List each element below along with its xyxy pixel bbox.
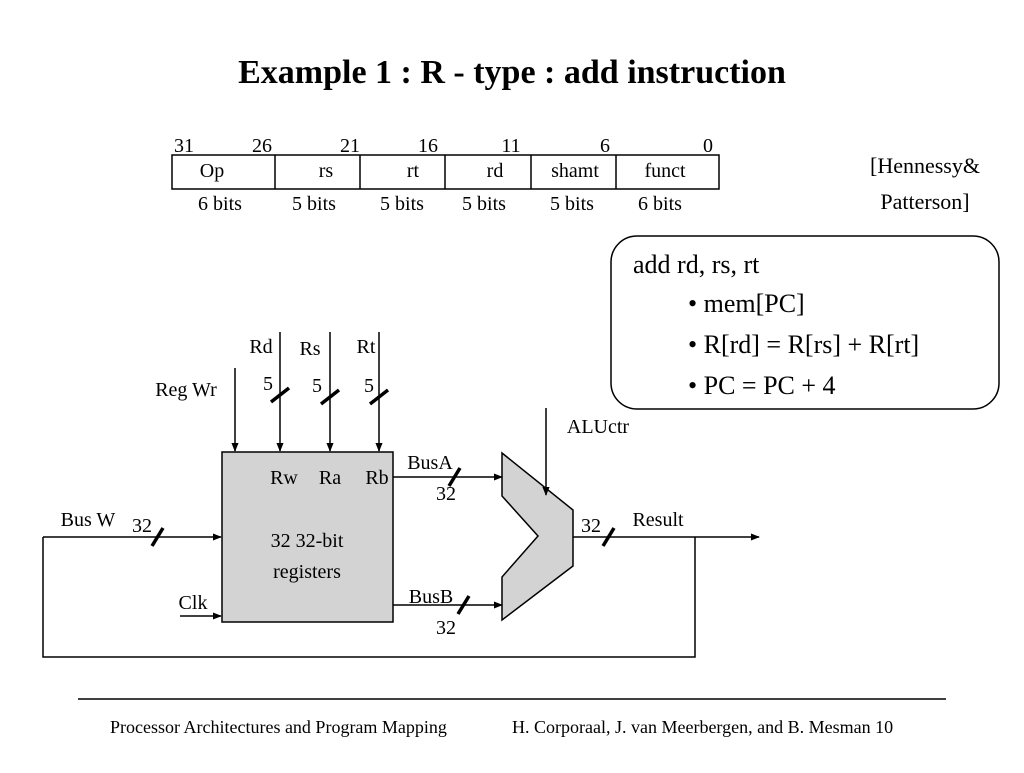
citation-line2: Patterson] bbox=[880, 189, 969, 214]
rd-label: Rd bbox=[249, 336, 272, 358]
port-rb-label: Rb bbox=[365, 467, 388, 489]
register-file-label: registers bbox=[273, 561, 341, 583]
bit-position-21: 21 bbox=[340, 135, 360, 157]
semantics-item: • R[rd] = R[rs] + R[rt] bbox=[688, 330, 919, 359]
field-shamt: shamt bbox=[551, 160, 599, 182]
feedback-wire bbox=[42, 537, 696, 658]
field-funct: funct bbox=[644, 160, 686, 182]
busa-label: BusA bbox=[407, 452, 453, 474]
slide-title: Example 1 : R - type : add instruction bbox=[238, 54, 786, 91]
bit-position-11: 11 bbox=[501, 135, 520, 157]
bit-position-6: 6 bbox=[600, 135, 610, 157]
busb-label: BusB bbox=[409, 586, 453, 608]
rt-label: Rt bbox=[357, 336, 376, 358]
rt-width-slash bbox=[368, 388, 390, 406]
rs-label: Rs bbox=[299, 338, 320, 360]
field-rt: rt bbox=[407, 160, 420, 182]
port-ra-label: Ra bbox=[319, 467, 341, 489]
port-rw-label: Rw bbox=[270, 467, 298, 489]
semantics-item: • mem[PC] bbox=[688, 289, 805, 318]
field-width-funct: 6 bits bbox=[638, 193, 682, 215]
footer-left: Processor Architectures and Program Mapp… bbox=[110, 717, 447, 737]
semantics-box-frame bbox=[610, 235, 1000, 410]
instruction-format: 31 26 21 16 11 6 0 Op rs rt rd shamt fun… bbox=[171, 135, 720, 215]
register-file-label: 32 32-bit bbox=[271, 530, 344, 552]
clk-label: Clk bbox=[179, 592, 208, 614]
register-file bbox=[221, 451, 394, 623]
busw-label: Bus W bbox=[61, 509, 116, 531]
rt-width: 5 bbox=[364, 375, 374, 397]
busw-width: 32 bbox=[132, 515, 152, 537]
busw-width-slash bbox=[150, 527, 165, 547]
busa-width-slash bbox=[447, 467, 462, 487]
busb-width-slash bbox=[456, 595, 471, 615]
footer-right: H. Corporaal, J. van Meerbergen, and B. … bbox=[512, 717, 893, 737]
result-width: 32 bbox=[581, 515, 601, 537]
alu bbox=[501, 451, 574, 622]
datapath-diagram: Rw Ra Rb 32 32-bit registers Reg Wr Rd 5… bbox=[42, 332, 760, 658]
field-width-rt: 5 bits bbox=[380, 193, 424, 215]
field-op: Op bbox=[200, 160, 224, 182]
rs-width-slash bbox=[319, 388, 341, 406]
field-width-op: 6 bits bbox=[198, 193, 242, 215]
bit-position-16: 16 bbox=[418, 135, 438, 157]
field-width-rd: 5 bits bbox=[462, 193, 506, 215]
busb-width: 32 bbox=[436, 617, 456, 639]
aluctr-label: ALUctr bbox=[567, 416, 630, 438]
field-rd: rd bbox=[487, 160, 504, 182]
semantics-box: add rd, rs, rt • mem[PC] • R[rd] = R[rs]… bbox=[610, 235, 1000, 410]
rd-width: 5 bbox=[263, 373, 273, 395]
result-width-slash bbox=[601, 527, 616, 547]
bit-position-31: 31 bbox=[174, 135, 194, 157]
citation-line1: [Hennessy& bbox=[870, 153, 980, 178]
bit-position-0: 0 bbox=[703, 135, 713, 157]
bit-position-26: 26 bbox=[252, 135, 272, 157]
rs-width: 5 bbox=[312, 375, 322, 397]
field-width-rs: 5 bits bbox=[292, 193, 336, 215]
semantics-item: • PC = PC + 4 bbox=[688, 371, 836, 400]
semantics-heading: add rd, rs, rt bbox=[633, 250, 760, 279]
result-label: Result bbox=[632, 509, 684, 531]
regwr-label: Reg Wr bbox=[155, 379, 217, 401]
field-rs: rs bbox=[319, 160, 334, 182]
busa-width: 32 bbox=[436, 483, 456, 505]
rd-width-slash bbox=[269, 386, 291, 404]
field-width-shamt: 5 bits bbox=[550, 193, 594, 215]
